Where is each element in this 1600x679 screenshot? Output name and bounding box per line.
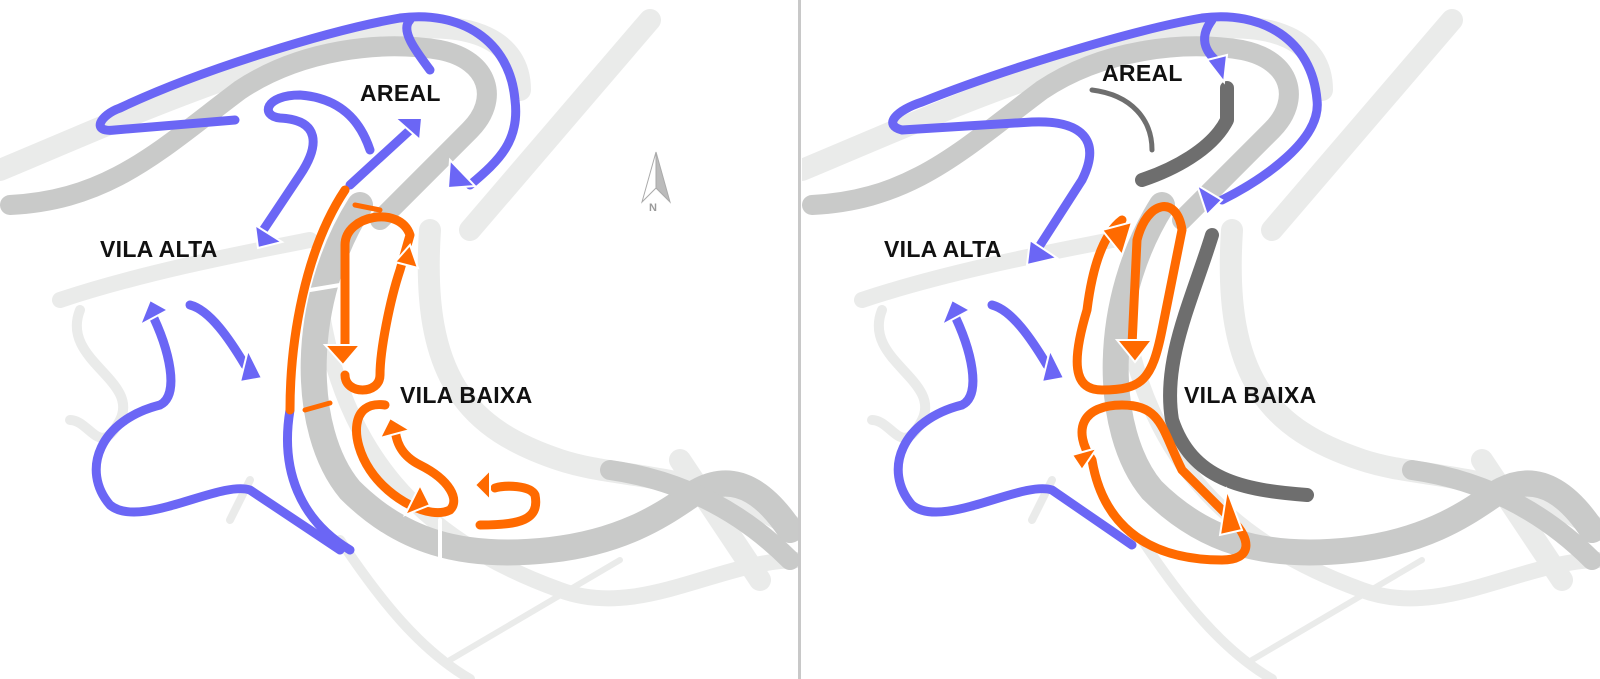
label-vila-alta: VILA ALTA — [884, 236, 1002, 262]
label-vila-baixa: VILA BAIXA — [400, 382, 533, 408]
north-letter: N — [649, 202, 657, 214]
label-vila-alta: VILA ALTA — [100, 236, 218, 262]
map-panel-left: AREAL VILA ALTA VILA BAIXA N — [0, 0, 798, 679]
panel-divider — [798, 0, 801, 679]
label-areal: AREAL — [1102, 60, 1183, 86]
map-panel-right: AREAL VILA ALTA VILA BAIXA — [802, 0, 1600, 679]
label-vila-baixa: VILA BAIXA — [1184, 382, 1317, 408]
label-areal: AREAL — [360, 80, 441, 106]
map-right-graphic — [802, 9, 1600, 679]
map-left-graphic — [0, 9, 798, 679]
